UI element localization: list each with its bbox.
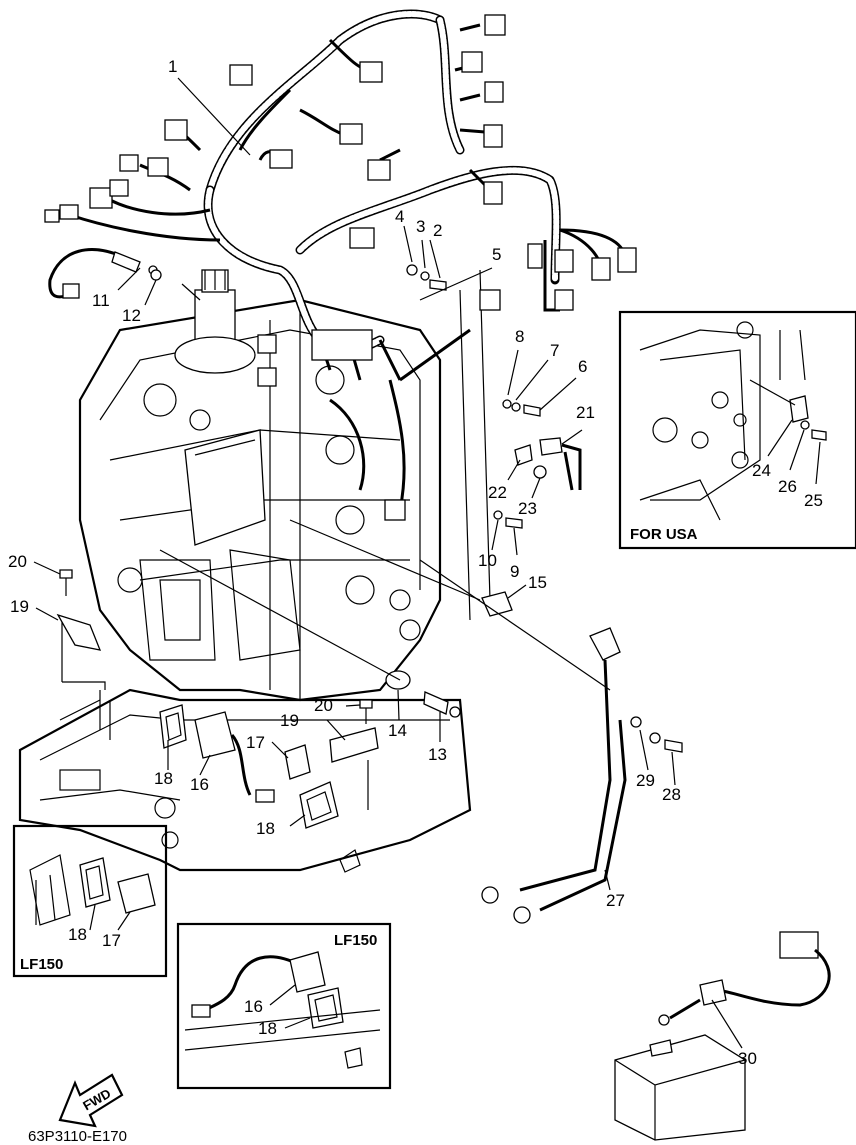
inset-lf150-left-title: LF150 bbox=[20, 956, 64, 973]
callout-18: 18 bbox=[154, 769, 173, 788]
small-parts bbox=[48, 248, 831, 1141]
inset-for-usa-title: FOR USA bbox=[630, 526, 698, 543]
callout-13: 13 bbox=[428, 745, 447, 764]
callout-3: 3 bbox=[416, 217, 426, 236]
callout-12: 12 bbox=[122, 306, 141, 325]
callout-16: 16 bbox=[190, 775, 209, 794]
callout-5: 5 bbox=[492, 245, 502, 264]
callout-22: 22 bbox=[488, 483, 507, 502]
inset-lf150-left bbox=[12, 824, 168, 978]
callout-28: 28 bbox=[662, 785, 681, 804]
callout-29: 29 bbox=[636, 771, 655, 790]
callout-9: 9 bbox=[510, 562, 520, 581]
callout-19: 19 bbox=[10, 597, 29, 616]
callout-21: 21 bbox=[576, 403, 595, 422]
callout-10: 10 bbox=[478, 551, 497, 570]
inset-for-usa bbox=[618, 310, 856, 550]
callout-26: 26 bbox=[778, 477, 797, 496]
leader-lines bbox=[33, 77, 743, 1049]
callout-25: 25 bbox=[804, 491, 823, 510]
callout-24: 24 bbox=[752, 461, 771, 480]
callout-15: 15 bbox=[528, 573, 547, 592]
inset-lf150-center bbox=[176, 922, 392, 1090]
callout-18-lower: 18 bbox=[256, 819, 275, 838]
inset-left-callout-17: 17 bbox=[102, 931, 121, 950]
callout-6: 6 bbox=[578, 357, 588, 376]
inset-lf150-center-title: LF150 bbox=[334, 932, 378, 949]
callout-8: 8 bbox=[515, 327, 525, 346]
wire-harness bbox=[44, 9, 637, 521]
engine-block bbox=[18, 269, 491, 873]
figure-code: 63P3110-E170 bbox=[28, 1128, 127, 1145]
callout-20: 20 bbox=[8, 552, 27, 571]
callout-23: 23 bbox=[518, 499, 537, 518]
callout-19-lower: 19 bbox=[280, 711, 299, 730]
callout-1: 1 bbox=[168, 57, 178, 76]
callout-17: 17 bbox=[246, 733, 265, 752]
callout-30: 30 bbox=[738, 1049, 757, 1068]
inset-center-callout-18: 18 bbox=[258, 1019, 277, 1038]
fwd-arrow-icon bbox=[58, 1073, 124, 1128]
callout-2: 2 bbox=[433, 221, 443, 240]
callout-27: 27 bbox=[606, 891, 625, 910]
callout-4: 4 bbox=[395, 207, 405, 226]
inset-center-callout-16: 16 bbox=[244, 997, 263, 1016]
callout-14: 14 bbox=[388, 721, 407, 740]
callout-11: 11 bbox=[92, 291, 110, 310]
callout-20-lower: 20 bbox=[314, 696, 333, 715]
inset-left-callout-18: 18 bbox=[68, 925, 87, 944]
callout-7: 7 bbox=[550, 341, 560, 360]
